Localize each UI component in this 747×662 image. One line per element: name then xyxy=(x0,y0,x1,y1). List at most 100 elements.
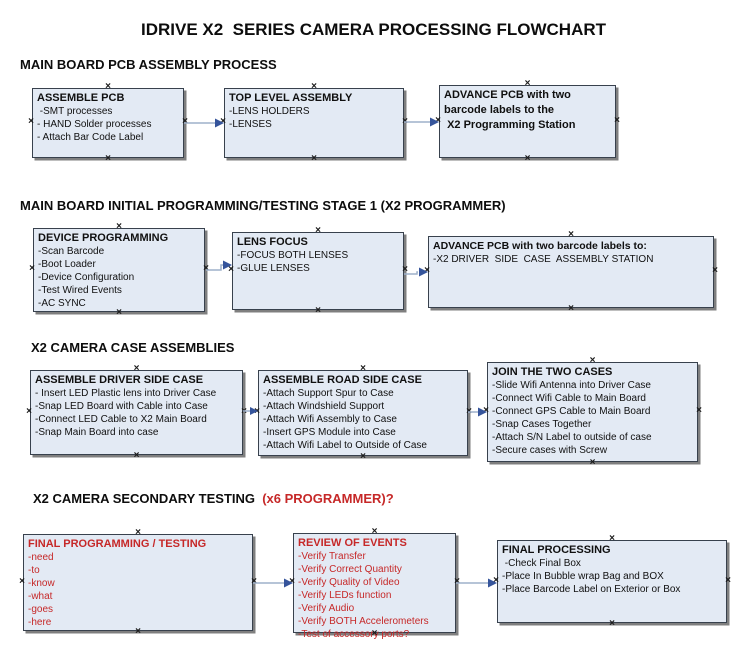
flow-box-device-programming: ×××× DEVICE PROGRAMMING -Scan Barcode -B… xyxy=(29,222,209,318)
connection-handle-icon: × xyxy=(105,153,111,164)
connection-handle-icon: × xyxy=(315,305,321,316)
section-heading-case-assemblies: X2 CAMERA CASE ASSEMBLIES xyxy=(31,340,234,355)
box-item: -AC SYNC xyxy=(38,298,86,309)
box-item: -Test of accessory ports? xyxy=(298,629,410,640)
flow-arrow xyxy=(206,260,232,271)
connection-handle-icon: × xyxy=(524,153,531,164)
connection-handle-icon: × xyxy=(725,574,731,586)
flow-box-advance-pcb-programming-station: ×××× ADVANCE PCB with two barcode labels… xyxy=(435,79,620,164)
box-item: -LENS HOLDERS xyxy=(229,106,310,117)
box-item: -to xyxy=(28,565,40,576)
connection-handle-icon: × xyxy=(105,81,111,92)
box-title: FINAL PROGRAMMING / TESTING xyxy=(28,538,207,550)
flow-arrow xyxy=(468,407,487,417)
flow-arrow xyxy=(184,118,224,128)
box-item: -Connect GPS Cable to Main Board xyxy=(492,406,651,417)
connection-handle-icon: × xyxy=(315,225,321,236)
box-title: TOP LEVEL ASSEMBLY xyxy=(229,92,353,104)
box-item: -Attach Wifi Assembly to Case xyxy=(263,414,397,425)
box-item: -Snap Main Board into case xyxy=(35,427,159,438)
box-item: -Attach Windshield Support xyxy=(263,401,385,412)
box-item: -Verify Transfer xyxy=(298,551,366,562)
flow-box-advance-pcb-driver-side: ×××× ADVANCE PCB with two barcode labels… xyxy=(424,230,718,314)
box-item: -FOCUS BOTH LENSES xyxy=(237,250,349,261)
box-item: -Scan Barcode xyxy=(38,246,105,257)
box-title: ASSEMBLE DRIVER SIDE CASE xyxy=(35,374,204,386)
connection-handle-icon: × xyxy=(589,457,596,468)
flow-box-final-processing: ×××× FINAL PROCESSING -Check Final Box -… xyxy=(493,534,731,629)
connection-handle-icon: × xyxy=(712,265,718,276)
box-title: ASSEMBLE ROAD SIDE CASE xyxy=(263,374,422,386)
box-item: -here xyxy=(28,617,52,628)
section-heading-text: X2 CAMERA CASE ASSEMBLIES xyxy=(31,340,235,355)
box-title: FINAL PROCESSING xyxy=(502,544,611,556)
connection-handle-icon: × xyxy=(568,303,574,314)
box-item: -Connect Wifi Cable to Main Board xyxy=(492,393,646,404)
connection-handle-icon: × xyxy=(311,81,317,92)
connection-handle-icon: × xyxy=(19,575,25,587)
flow-arrow xyxy=(404,267,428,277)
box-item: -Boot Loader xyxy=(38,259,96,270)
box-item: -Verify Quality of Video xyxy=(298,577,400,588)
box-item: -GLUE LENSES xyxy=(237,263,310,274)
section-heading-initial-programming: MAIN BOARD INITIAL PROGRAMMING/TESTING S… xyxy=(20,198,506,213)
box-item: -LENSES xyxy=(229,119,272,130)
box-item: -Device Configuration xyxy=(38,272,135,283)
box-item: -Insert GPS Module into Case xyxy=(263,427,396,438)
flow-box-top-level-assembly: ×××× TOP LEVEL ASSEMBLY -LENS HOLDERS -L… xyxy=(220,82,408,164)
connection-handle-icon: × xyxy=(360,451,366,462)
page-title: IDRIVE X2 SERIES CAMERA PROCESSING FLOWC… xyxy=(140,20,607,39)
box-item: -Verify Audio xyxy=(298,603,355,614)
box-item: -Snap Cases Together xyxy=(492,419,592,430)
section-heading-red-text: (x6 PROGRAMMER)? xyxy=(258,491,394,506)
flow-box-final-programming-testing: ×××× FINAL PROGRAMMING / TESTING -need -… xyxy=(19,528,257,637)
box-item: -X2 DRIVER SIDE CASE ASSEMBLY STATION xyxy=(433,254,654,265)
box-item: -Slide Wifi Antenna into Driver Case xyxy=(492,380,651,391)
box-item: -need xyxy=(28,552,54,563)
box-title: ADVANCE PCB with two barcode labels to t… xyxy=(444,89,576,131)
connection-handle-icon: × xyxy=(26,405,32,417)
box-title: JOIN THE TWO CASES xyxy=(492,366,613,378)
box-item: -Verify LEDs function xyxy=(298,590,392,601)
section-heading-text: MAIN BOARD INITIAL PROGRAMMING/TESTING S… xyxy=(20,198,506,213)
connection-handle-icon: × xyxy=(133,363,140,374)
connection-handle-icon: × xyxy=(696,405,702,416)
box-item: -Verify BOTH Accelerometers xyxy=(298,616,429,627)
box-item: -Verify Correct Quantity xyxy=(298,564,402,575)
flow-arrow xyxy=(404,117,439,127)
connection-handle-icon: × xyxy=(524,78,531,89)
box-item: - Attach Bar Code Label xyxy=(37,132,144,143)
flow-box-join-two-cases: ×××× JOIN THE TWO CASES -Slide Wifi Ante… xyxy=(483,356,702,468)
connection-handle-icon: × xyxy=(614,114,620,126)
box-title: DEVICE PROGRAMMING xyxy=(38,232,169,244)
box-item: - Insert LED Plastic lens into Driver Ca… xyxy=(35,388,217,399)
connection-handle-icon: × xyxy=(371,526,378,537)
connection-handle-icon: × xyxy=(116,307,122,318)
flow-box-assemble-pcb: ×××× ASSEMBLE PCB -SMT processes - HAND … xyxy=(28,82,188,164)
box-item: -Attach S/N Label to outside of case xyxy=(492,432,652,443)
flow-box-review-of-events: ×××× REVIEW OF EVENTS -Verify Transfer -… xyxy=(289,527,460,641)
connection-handle-icon: × xyxy=(135,527,141,538)
box-title: ASSEMBLE PCB xyxy=(37,92,125,104)
box-title: ADVANCE PCB with two barcode labels to: xyxy=(433,240,647,252)
flow-box-assemble-road-side-case: ×××× ASSEMBLE ROAD SIDE CASE -Attach Sup… xyxy=(254,364,472,462)
box-item: -Place In Bubble wrap Bag and BOX xyxy=(502,571,664,582)
flow-arrow xyxy=(243,407,258,415)
connection-handle-icon: × xyxy=(29,263,35,274)
connection-handle-icon: × xyxy=(360,363,366,374)
flow-arrow xyxy=(456,578,497,588)
box-item: -Snap LED Board with Cable into Case xyxy=(35,401,208,412)
box-item: -Connect LED Cable to X2 Main Board xyxy=(35,414,207,425)
connection-handle-icon: × xyxy=(116,221,122,232)
box-title: LENS FOCUS xyxy=(237,236,308,248)
box-item: -Place Barcode Label on Exterior or Box xyxy=(502,584,681,595)
flow-box-lens-focus: ×××× LENS FOCUS -FOCUS BOTH LENSES -GLUE… xyxy=(228,226,408,316)
connection-handle-icon: × xyxy=(28,116,34,127)
connection-handle-icon: × xyxy=(133,450,140,461)
box-item: -Attach Wifi Label to Outside of Case xyxy=(263,440,427,451)
connection-handle-icon: × xyxy=(568,229,574,240)
box-item: - HAND Solder processes xyxy=(37,119,152,130)
box-item: -SMT processes xyxy=(37,106,113,117)
box-item: -Secure cases with Screw xyxy=(492,445,608,456)
section-heading-secondary-testing: X2 CAMERA SECONDARY TESTING (x6 PROGRAMM… xyxy=(33,491,394,506)
